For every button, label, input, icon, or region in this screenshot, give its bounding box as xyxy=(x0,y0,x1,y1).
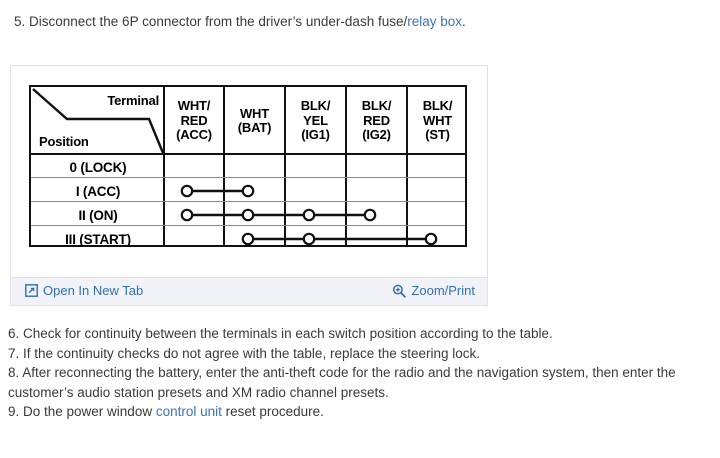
column-header-st-line1: BLK/ xyxy=(422,98,453,114)
column-header-ig1: BLK/ YEL (IG1) xyxy=(286,87,345,155)
table-column-divider xyxy=(406,87,408,245)
column-header-acc: WHT/ RED (ACC) xyxy=(165,87,223,155)
table-row-divider xyxy=(31,201,465,202)
step-9-pre: 9. Do the power window xyxy=(8,404,156,419)
continuity-table: Terminal Position WHT/ RED (ACC) WHT (BA… xyxy=(29,85,467,247)
open-in-new-tab-label: Open In New Tab xyxy=(43,283,144,298)
column-header-acc-line3: (ACC) xyxy=(176,127,212,143)
external-link-icon xyxy=(25,284,38,297)
steps-bottom-list: 6. Check for continuity between the term… xyxy=(0,324,720,422)
step-7-text: 7. If the continuity checks do not agree… xyxy=(0,344,720,364)
table-row-divider xyxy=(31,225,465,226)
step-9-text: 9. Do the power window control unit rese… xyxy=(0,402,720,422)
corner-diagonal-divider xyxy=(32,88,165,154)
column-header-ig1-line2: YEL xyxy=(303,112,328,128)
row-label-acc: I (ACC) xyxy=(75,183,121,199)
table-column-divider xyxy=(284,87,286,245)
magnifier-plus-icon xyxy=(393,284,407,298)
table-header-divider xyxy=(31,153,465,155)
table-row-divider xyxy=(31,177,465,178)
step-8-text: 8. After reconnecting the battery, enter… xyxy=(0,363,720,402)
table-column-divider xyxy=(345,87,347,245)
figure-image[interactable]: Terminal Position WHT/ RED (ACC) WHT (BA… xyxy=(11,66,487,278)
column-header-st-line2: WHT xyxy=(423,112,452,128)
column-header-acc-line2: RED xyxy=(180,112,208,128)
column-header-ig1-line1: BLK/ xyxy=(300,98,331,114)
relay-box-link[interactable]: relay box xyxy=(407,14,462,29)
figure-toolbar: Open In New Tab Zoom/Print xyxy=(11,277,487,305)
terminal-header-label: Terminal xyxy=(107,93,159,108)
column-header-ig2-line3: (IG2) xyxy=(362,127,391,143)
control-unit-link[interactable]: control unit xyxy=(155,404,222,419)
step-6-text: 6. Check for continuity between the term… xyxy=(0,324,720,344)
column-header-ig2-line1: BLK/ xyxy=(361,98,392,114)
column-header-st: BLK/ WHT (ST) xyxy=(408,87,467,155)
column-header-ig2: BLK/ RED (IG2) xyxy=(347,87,406,155)
step-5-post: . xyxy=(462,14,466,29)
open-in-new-tab-button[interactable]: Open In New Tab xyxy=(25,283,143,298)
position-header-label: Position xyxy=(39,134,89,149)
column-header-bat: WHT (BAT) xyxy=(225,87,284,155)
step-9-post: reset procedure. xyxy=(221,404,324,419)
table-column-divider xyxy=(163,87,165,245)
row-label-start: III (START) xyxy=(65,231,131,247)
column-header-acc-line1: WHT/ xyxy=(177,98,211,114)
step-5-pre: 5. Disconnect the 6P connector from the … xyxy=(14,14,408,29)
row-label-on: II (ON) xyxy=(78,207,118,223)
zoom-print-button[interactable]: Zoom/Print xyxy=(392,283,475,298)
row-label-lock: 0 (LOCK) xyxy=(69,159,127,175)
column-header-st-line3: (ST) xyxy=(425,127,450,143)
step-7-pre: 7. If the continuity checks do not agree… xyxy=(8,345,481,361)
table-corner-cell: Terminal Position xyxy=(31,87,165,155)
step-8-pre: 8. After reconnecting the battery, enter… xyxy=(8,365,676,400)
step-6-pre: 6. Check for continuity between the term… xyxy=(8,326,553,341)
column-header-ig2-line2: RED xyxy=(363,112,390,128)
figure-panel: Terminal Position WHT/ RED (ACC) WHT (BA… xyxy=(10,65,488,306)
zoom-print-label: Zoom/Print xyxy=(411,283,475,298)
column-header-bat-line3: (BAT) xyxy=(237,120,272,135)
column-header-ig1-line3: (IG1) xyxy=(301,127,330,143)
step-5-text: 5. Disconnect the 6P connector from the … xyxy=(14,12,466,31)
table-column-divider xyxy=(223,87,225,245)
column-header-bat-line2: WHT xyxy=(239,105,269,121)
